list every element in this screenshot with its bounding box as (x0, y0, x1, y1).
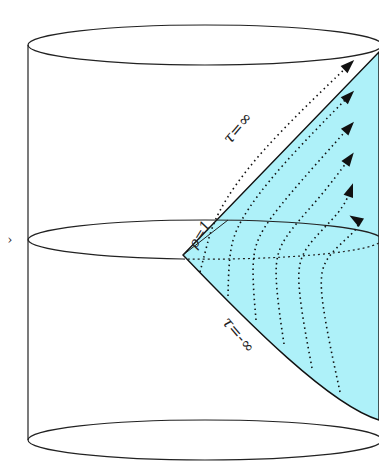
flow-arrowhead (341, 60, 355, 73)
flow-arrowhead (349, 215, 364, 227)
flow-arrowhead (341, 91, 354, 104)
flow-arrowhead (341, 122, 354, 136)
flow-arrowhead (341, 153, 353, 167)
cylinder-top (28, 25, 379, 65)
flow-line (321, 217, 358, 392)
flow-line (253, 124, 352, 320)
rindler-wedge (183, 52, 379, 420)
margin-mark: › (8, 234, 13, 246)
flow-line (276, 155, 352, 344)
flow-line (200, 62, 352, 272)
middle-slice-front-dotted (183, 240, 379, 259)
flow-line (299, 186, 352, 368)
middle-slice-front (28, 240, 183, 259)
cylinder-bottom (28, 420, 379, 460)
cylinder-side (27, 45, 28, 440)
flow-arrowhead (344, 183, 353, 198)
horizon-label: τ=∞ (220, 109, 255, 147)
